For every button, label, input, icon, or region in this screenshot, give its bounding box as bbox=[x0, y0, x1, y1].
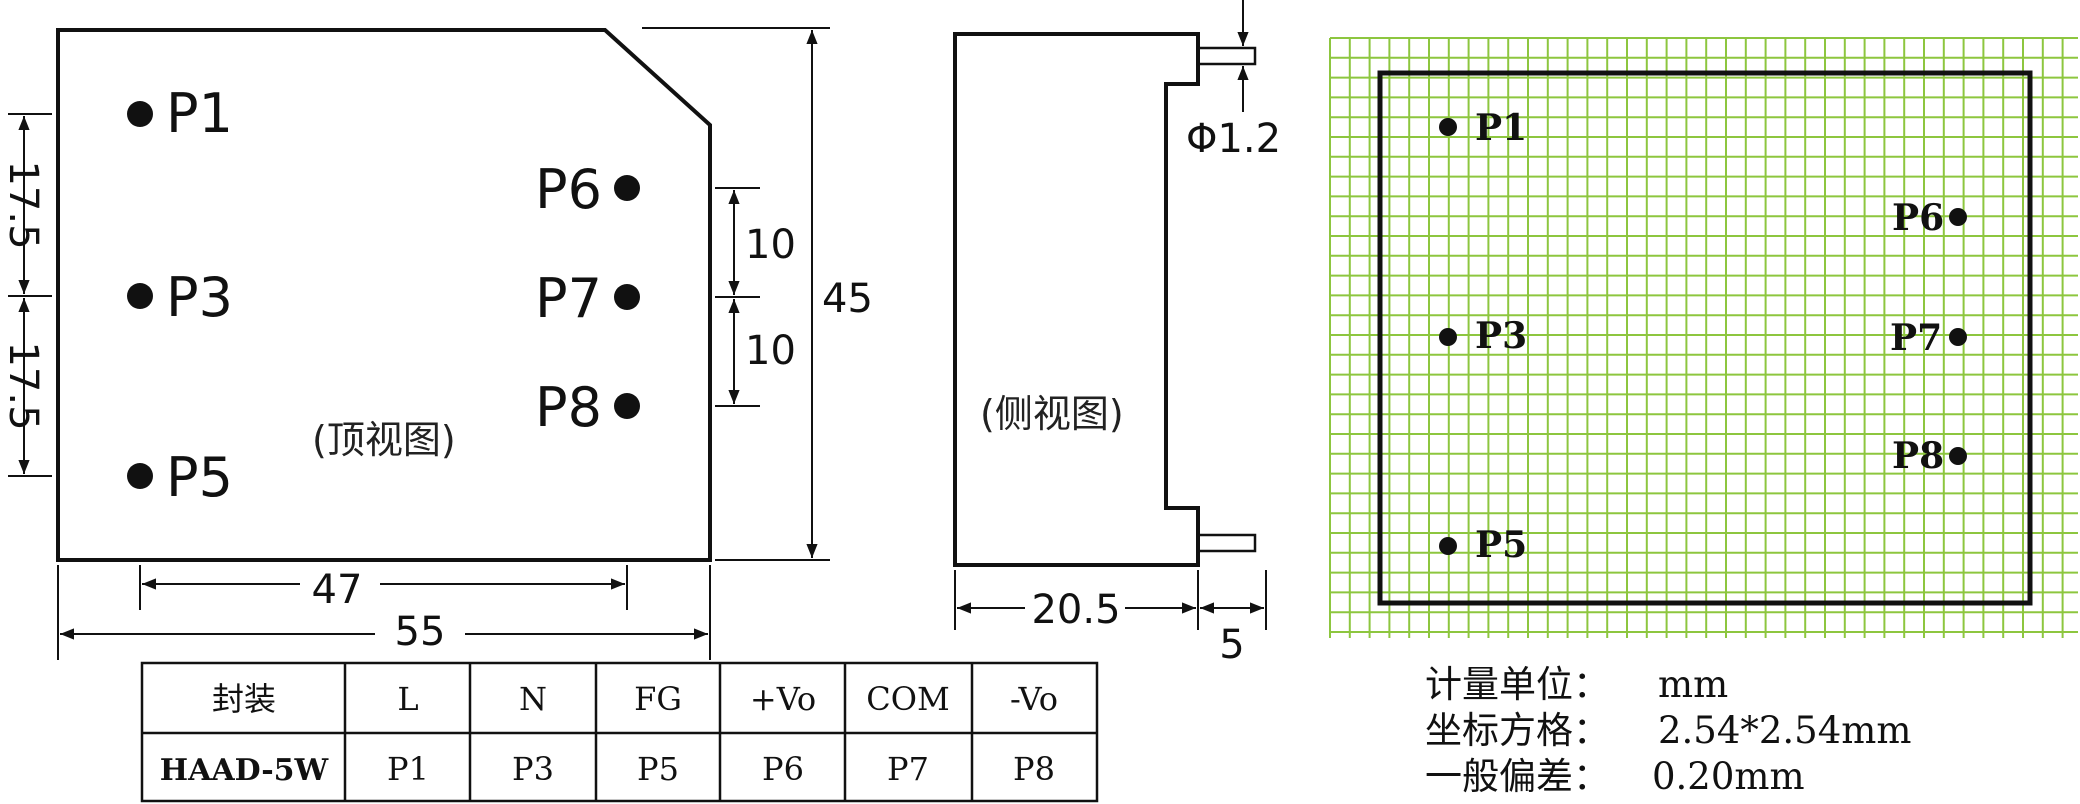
grid-pin-p5-label: P5 bbox=[1475, 524, 1527, 566]
table-cell-l: P1 bbox=[387, 750, 429, 788]
grid-pin-p1-label: P1 bbox=[1475, 107, 1527, 149]
note-unit-value: mm bbox=[1658, 663, 1728, 706]
grid-pin-p8-dot bbox=[1949, 447, 1967, 465]
dim-left-spacing bbox=[8, 113, 52, 477]
table-header-package: 封装 bbox=[212, 680, 276, 718]
pin-p5-label: P5 bbox=[166, 446, 233, 509]
table-header-com: COM bbox=[866, 680, 949, 718]
notes: 计量单位： mm 坐标方格： 2.54*2.54mm 一般偏差： 0.20mm bbox=[1425, 663, 1911, 798]
table-cell-n: P3 bbox=[512, 750, 554, 788]
side-pin-top bbox=[1196, 46, 1257, 66]
pin-p8-dot bbox=[614, 393, 640, 419]
pin-p6-dot bbox=[614, 175, 640, 201]
dim-height-value: 45 bbox=[822, 276, 873, 322]
table-header-vo-plus: +Vo bbox=[750, 680, 816, 718]
pin-p3-label: P3 bbox=[166, 266, 233, 329]
pin-p1-label: P1 bbox=[166, 82, 233, 145]
dim-bottom bbox=[57, 565, 711, 660]
side-pin-diameter: Φ1.2 bbox=[1186, 116, 1281, 162]
table-header-fg: FG bbox=[634, 680, 682, 718]
grid-pin-p6-dot bbox=[1949, 208, 1967, 226]
table-header-n: N bbox=[519, 680, 547, 718]
dim-left-spacing-2: 17.5 bbox=[0, 341, 46, 430]
grid-pin-p3-label: P3 bbox=[1475, 315, 1527, 357]
side-depth: 20.5 bbox=[1031, 587, 1120, 633]
pin-p3-dot bbox=[127, 283, 153, 309]
grid-pin-p8-label: P8 bbox=[1892, 435, 1944, 477]
grid-pin-p7-dot bbox=[1949, 328, 1967, 346]
grid-outline bbox=[1377, 70, 2033, 606]
top-view-outline bbox=[56, 28, 712, 562]
table-cell-fg: P5 bbox=[637, 750, 679, 788]
side-view-label: (侧视图) bbox=[980, 392, 1124, 436]
pin-p6-label: P6 bbox=[535, 158, 602, 221]
pin-table: 封装 L N FG +Vo COM -Vo HAAD-5W P1 P3 P5 P… bbox=[140, 661, 1099, 803]
pin-p5-dot bbox=[127, 463, 153, 489]
grid-pin-p6-label: P6 bbox=[1892, 197, 1944, 239]
table-model: HAAD-5W bbox=[160, 753, 330, 788]
pin-p7-label: P7 bbox=[535, 267, 602, 330]
side-view: Φ1.2 (侧视图) 20.5 5 bbox=[953, 0, 1281, 668]
dim-pin-span: 47 bbox=[312, 567, 363, 613]
top-view-label: (顶视图) bbox=[312, 418, 456, 462]
dim-width: 55 bbox=[395, 609, 446, 655]
note-tolerance-value: 0.20mm bbox=[1652, 755, 1805, 798]
note-unit-label: 计量单位： bbox=[1425, 663, 1610, 706]
table-header-vo-minus: -Vo bbox=[1010, 680, 1058, 718]
pin-p1-dot bbox=[127, 101, 153, 127]
grid-pin-p1-dot bbox=[1439, 118, 1457, 136]
grid-view: P1 P3 P5 P6 P7 P8 bbox=[1329, 37, 2078, 638]
dim-right-spacing-2: 10 bbox=[745, 328, 796, 374]
grid-pin-p7-label: P7 bbox=[1890, 317, 1942, 359]
table-header-l: L bbox=[397, 680, 418, 718]
table-cell-vo-minus: P8 bbox=[1013, 750, 1055, 788]
note-tolerance-label: 一般偏差： bbox=[1425, 755, 1610, 798]
grid-pin-p3-dot bbox=[1439, 328, 1457, 346]
side-view-outline bbox=[953, 32, 1200, 567]
pin-p8-label: P8 bbox=[535, 376, 602, 439]
table-cell-com: P7 bbox=[887, 750, 929, 788]
grid-pin-p5-dot bbox=[1439, 537, 1457, 555]
side-pin-length: 5 bbox=[1219, 622, 1244, 668]
dim-left-spacing-1: 17.5 bbox=[0, 160, 46, 249]
note-grid-label: 坐标方格： bbox=[1425, 709, 1610, 752]
dim-height bbox=[642, 27, 830, 561]
side-pin-bottom bbox=[1196, 533, 1257, 553]
dim-right-spacing bbox=[715, 187, 760, 407]
table-cell-vo-plus: P6 bbox=[762, 750, 804, 788]
top-view: P1 P3 P5 P6 P7 P8 (顶视图) 17.5 17.5 bbox=[0, 27, 873, 660]
note-grid-value: 2.54*2.54mm bbox=[1658, 709, 1911, 752]
pin-p7-dot bbox=[614, 284, 640, 310]
dim-right-spacing-1: 10 bbox=[745, 222, 796, 268]
